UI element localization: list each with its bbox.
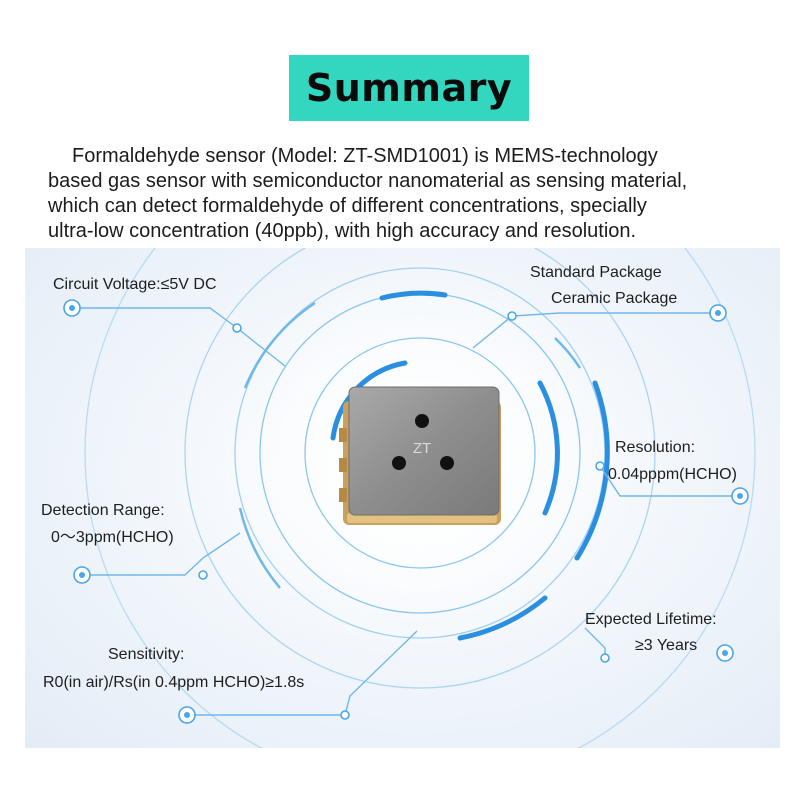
- sensor-chip: ZT: [339, 386, 501, 525]
- sensitivity-label: Sensitivity:: [108, 646, 185, 663]
- connector-lines: [72, 307, 740, 716]
- chip-lid: [348, 386, 500, 516]
- connector-dots: [198, 311, 610, 720]
- circuit-voltage-label: Circuit Voltage:≤5V DC: [53, 276, 217, 293]
- spec-infographic: ZT Circuit Voltage:≤5V DC Standard Packa…: [25, 248, 780, 748]
- package-line-2: Ceramic Package: [551, 290, 678, 307]
- lifetime-label: Expected Lifetime:: [585, 611, 717, 628]
- intro-line: which can detect formaldehyde of differe…: [48, 195, 647, 217]
- chip-hole: [440, 456, 454, 470]
- intro-line: based gas sensor with semiconductor nano…: [48, 170, 688, 192]
- title-banner: Summary: [289, 55, 529, 121]
- package-line-1: Standard Package: [530, 264, 662, 281]
- intro-paragraph: Formaldehyde sensor (Model: ZT-SMD1001) …: [48, 144, 778, 244]
- detection-range-value: 0～3ppm(HCHO): [51, 529, 174, 546]
- secondary-arcs: [238, 301, 582, 589]
- chip-hole: [415, 414, 429, 428]
- sensitivity-value: R0(in air)/Rs(in 0.4ppm HCHO)≥1.8s: [43, 674, 305, 691]
- accent-arcs: [330, 290, 610, 641]
- lifetime-value: ≥3 Years: [635, 637, 698, 654]
- target-endpoints: [63, 299, 749, 724]
- resolution-value: 0.04pppm(HCHO): [608, 466, 737, 483]
- chip-hole: [392, 456, 406, 470]
- chip-marking: ZT: [413, 440, 431, 457]
- page-title: Summary: [305, 66, 513, 110]
- detection-range-label: Detection Range:: [41, 502, 165, 519]
- intro-line: ultra-low concentration (40ppb), with hi…: [48, 220, 637, 242]
- intro-line: Formaldehyde sensor (Model: ZT-SMD1001) …: [72, 145, 658, 167]
- resolution-label: Resolution:: [615, 439, 696, 456]
